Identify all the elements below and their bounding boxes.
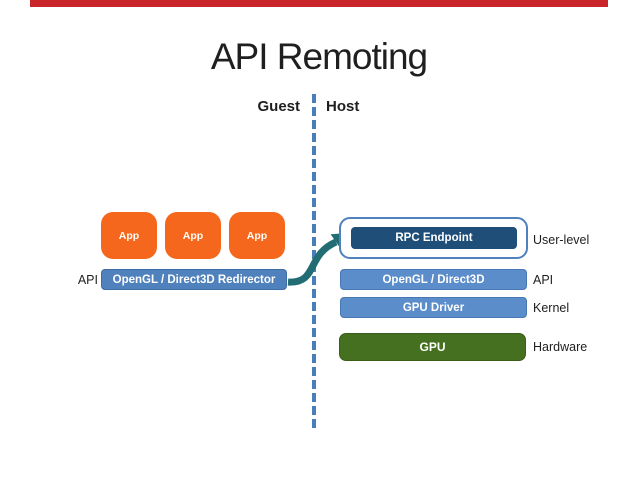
host-opengl-direct3d-bar: OpenGL / Direct3D bbox=[340, 269, 527, 290]
host-column-label: Host bbox=[326, 98, 360, 115]
api-level-label: API bbox=[533, 273, 554, 287]
guest-app-box: App bbox=[229, 212, 285, 259]
hardware-level-label: Hardware bbox=[533, 340, 588, 354]
guest-app-box: App bbox=[101, 212, 157, 259]
top-accent-bar bbox=[30, 0, 608, 7]
rpc-endpoint-box: RPC Endpoint bbox=[351, 227, 517, 249]
kernel-level-label: Kernel bbox=[533, 301, 570, 315]
guest-api-level-label: API bbox=[77, 273, 98, 287]
gpu-box: GPU bbox=[339, 333, 526, 361]
guest-app-box: App bbox=[165, 212, 221, 259]
guest-column-label: Guest bbox=[257, 98, 300, 115]
gpu-driver-bar: GPU Driver bbox=[340, 297, 527, 318]
slide-title: API Remoting bbox=[210, 36, 428, 77]
guest-redirector-bar: OpenGL / Direct3D Redirector bbox=[101, 269, 287, 290]
guest-host-divider-line bbox=[312, 94, 316, 431]
user-level-label: User-level bbox=[533, 233, 590, 247]
